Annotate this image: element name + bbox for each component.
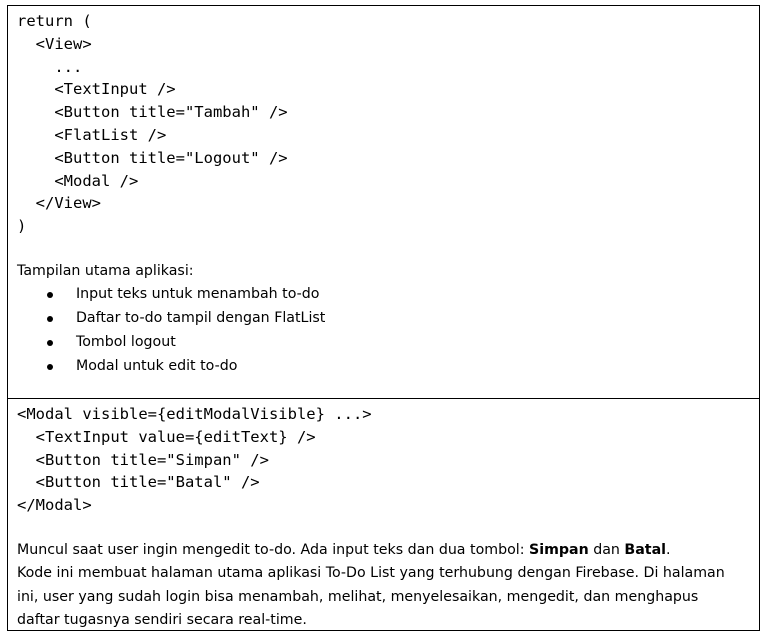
list-item-text: Modal untuk edit to-do [76,357,238,374]
spacer [17,238,759,260]
code-line: </Modal> [17,496,92,515]
code-line: return ( [17,12,92,30]
list-item: Tombol logout [17,331,759,355]
desc-bold-batal: Batal [624,541,667,558]
list-item-text: Daftar to-do tampil dengan FlatList [76,310,326,327]
summary-line: ini, user yang sudah login bisa menambah… [17,588,699,605]
summary-line: Kode ini membuat halaman utama aplikasi … [17,565,725,582]
modal-description: Muncul saat user ingin mengedit to-do. A… [17,539,759,563]
bullet-icon [47,316,53,323]
document-table: return ( <View> ... <TextInput /> <Butto… [7,5,760,631]
bullet-icon [47,339,53,346]
summary-line: daftar tugasnya sendiri secara real-time… [17,612,307,629]
code-line: <Button title="Logout" /> [17,148,288,167]
desc-text: dan [588,541,625,558]
desc-text: Muncul saat user ingin mengedit to-do. A… [17,541,529,558]
code-line: <TextInput value={editText} /> [17,427,316,446]
code-block-return: return ( <View> ... <TextInput /> <Butto… [17,10,759,238]
feature-list: Input teks untuk menambah to-do Daftar t… [17,283,759,378]
code-line: <View> [17,34,92,53]
list-item: Daftar to-do tampil dengan FlatList [17,307,759,331]
code-line: ) [17,217,27,236]
code-line: <FlatList /> [17,125,167,144]
list-item: Modal untuk edit to-do [17,355,759,379]
desc-text: . [666,541,671,558]
desc-bold-simpan: Simpan [529,541,589,558]
spacer [17,517,759,539]
code-line: <Modal /> [17,171,139,190]
bullet-icon [47,292,53,299]
code-line: </View> [17,194,101,213]
bullet-icon [47,363,53,370]
list-item-text: Input teks untuk menambah to-do [76,286,320,303]
list-item-text: Tombol logout [76,333,176,350]
section-heading: Tampilan utama aplikasi: [17,262,194,279]
table-cell-edit-modal: <Modal visible={editModalVisible} ...> <… [8,399,759,631]
code-line: <Button title="Tambah" /> [17,103,288,122]
code-line: <TextInput /> [17,80,176,99]
code-block-modal: <Modal visible={editModalVisible} ...> <… [17,403,759,517]
table-cell-main-view: return ( <View> ... <TextInput /> <Butto… [8,6,759,399]
list-item: Input teks untuk menambah to-do [17,283,759,307]
code-line: <Button title="Simpan" /> [17,450,269,469]
code-line: <Modal visible={editModalVisible} ...> [17,405,372,423]
code-line: <Button title="Batal" /> [17,473,260,492]
code-line: ... [17,57,83,76]
